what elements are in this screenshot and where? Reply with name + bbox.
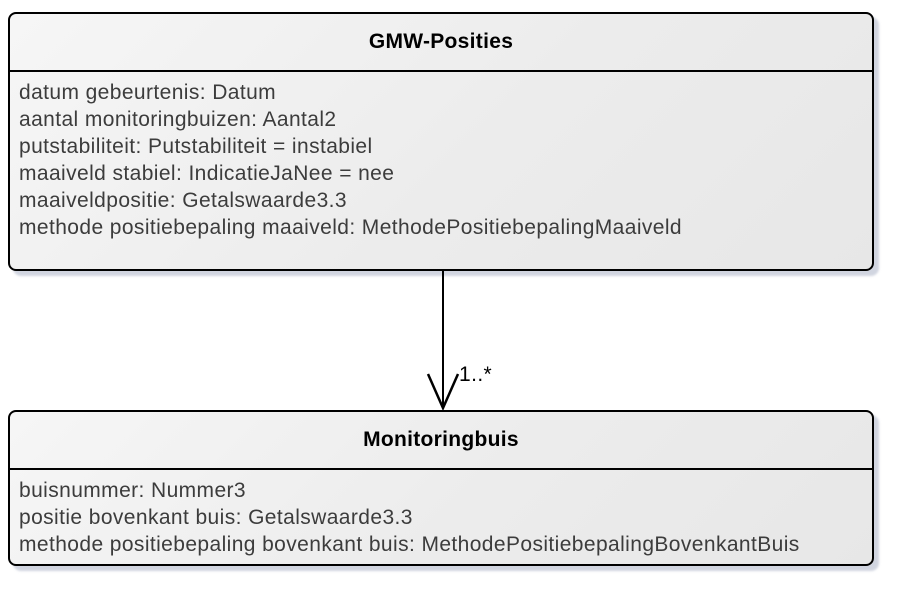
attribute-maaiveldpositie: maaiveldpositie: Getalswaarde3.3 [19,189,347,212]
attribute-methode-positiebepaling-bovenkant-buis: methode positiebepaling bovenkant buis: … [19,533,800,556]
class-name-gmw-posities: GMW-Posities [368,30,514,53]
association-connector [426,271,460,410]
attribute-putstabiliteit: putstabiliteit: Putstabiliteit = instabi… [19,135,373,158]
attribute-positie-bovenkant-buis: positie bovenkant buis: Getalswaarde3.3 [19,506,413,529]
class-header: GMW-Posities [10,14,872,72]
class-box-monitoringbuis: Monitoringbuis buisnummer: Nummer3 posit… [8,410,874,566]
attribute-methode-positiebepaling-maaiveld: methode positiebepaling maaiveld: Method… [19,216,683,239]
attribute-maaiveld-stabiel: maaiveld stabiel: IndicatieJaNee = nee [19,162,395,185]
attribute-aantal-monitoringbuizen: aantal monitoringbuizen: Aantal2 [19,108,337,131]
open-arrowhead-icon [426,373,460,410]
class-name-monitoringbuis: Monitoringbuis [363,428,519,451]
class-header: Monitoringbuis [10,412,872,470]
class-attributes-compartment: buisnummer: Nummer3 positie bovenkant bu… [10,470,872,564]
class-box-gmw-posities: GMW-Posities datum gebeurtenis: Datum aa… [8,12,874,271]
attribute-buisnummer: buisnummer: Nummer3 [19,479,246,502]
attribute-datum-gebeurtenis: datum gebeurtenis: Datum [19,81,277,104]
multiplicity-label: 1..* [459,363,493,386]
class-attributes-compartment: datum gebeurtenis: Datum aantal monitori… [10,72,872,247]
